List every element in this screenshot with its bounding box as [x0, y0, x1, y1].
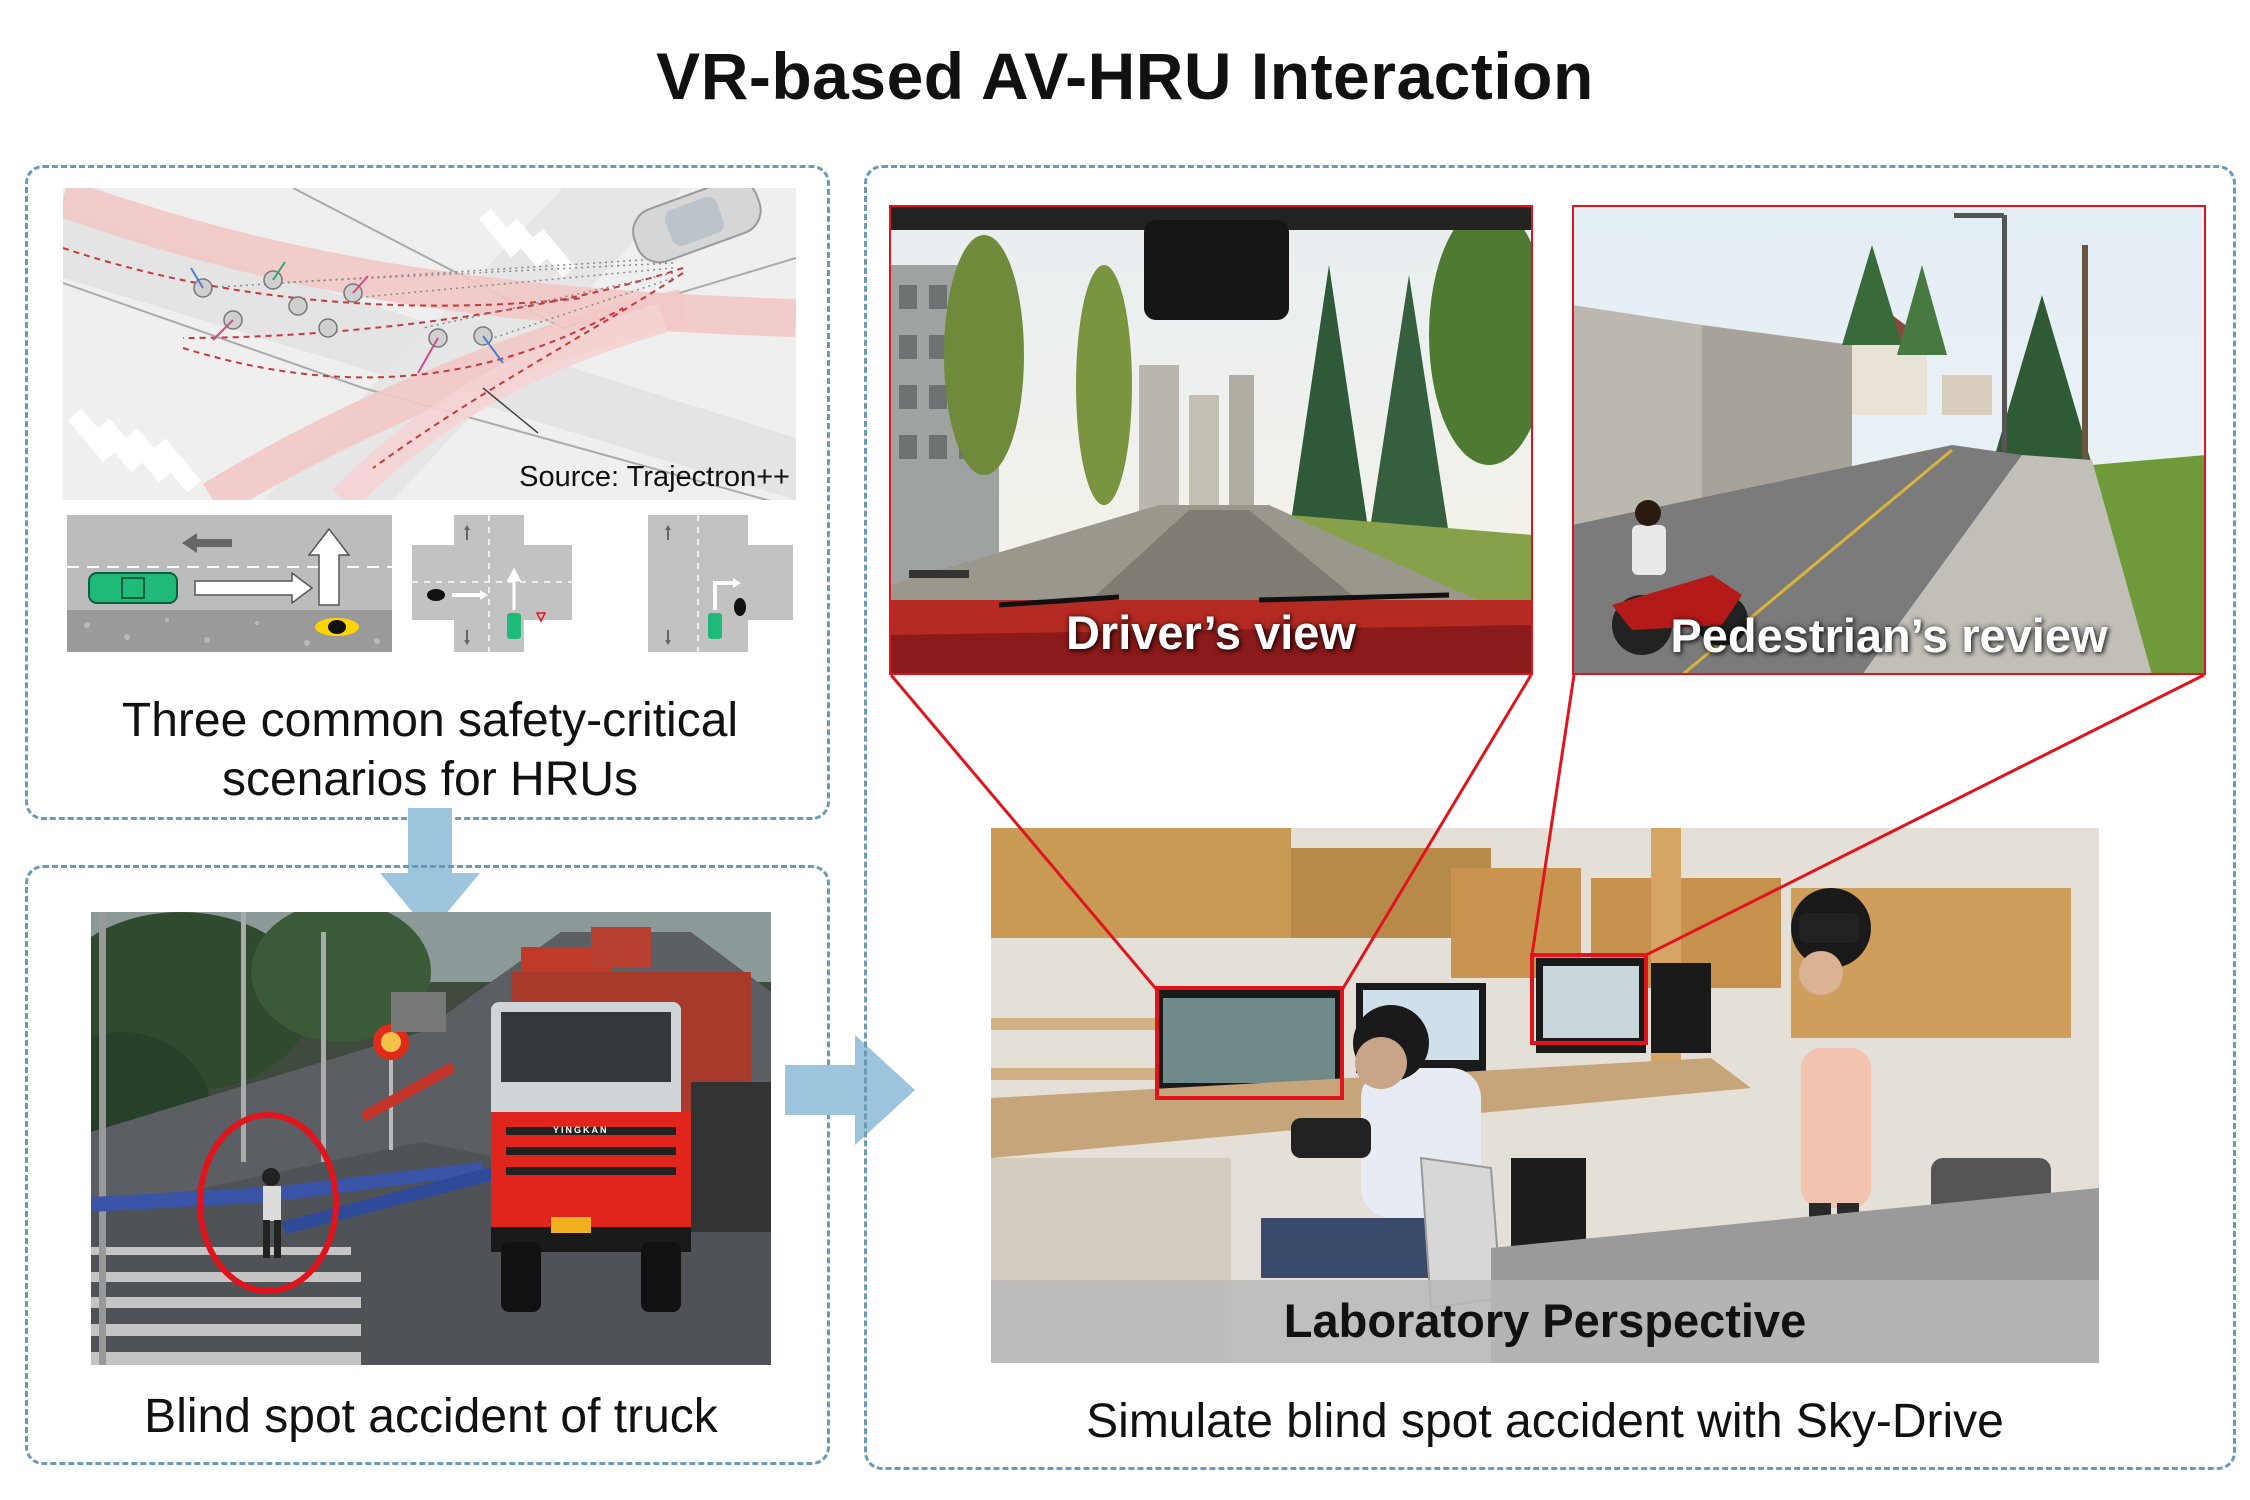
simulation-panel [864, 165, 2236, 1470]
accident-caption: Blind spot accident of truck [144, 1390, 718, 1443]
truck-plate-text: YINGKAN [553, 1125, 609, 1135]
driver-view-image: Driver’s view [889, 205, 1533, 675]
driver-view-label: Driver’s view [1065, 606, 1356, 659]
laboratory-photo: Laboratory Perspective [991, 828, 2099, 1363]
simulation-caption: Simulate blind spot accident with Sky-Dr… [1086, 1395, 2004, 1448]
pedestrian-view-label: Pedestrian’s review [1670, 609, 2108, 662]
scenarios-caption: Three common safety-critical scenarios f… [121, 694, 739, 806]
scenario-diagram-right-turn [648, 515, 793, 652]
scenario-diagram-intersection [412, 515, 572, 652]
lab-perspective-label: Laboratory Perspective [1283, 1294, 1807, 1347]
scenario-diagram-straight [67, 515, 392, 652]
right-arrow-icon [785, 1035, 915, 1145]
pedestrian-view-image: Pedestrian’s review [1572, 205, 2206, 675]
source-label: Source: Trajectron++ [519, 461, 790, 493]
down-arrow-icon [380, 808, 480, 933]
page-title: VR-based AV-HRU Interaction [656, 39, 1594, 113]
truck-accident-photo: YINGKAN [91, 912, 771, 1365]
accident-panel [25, 865, 830, 1465]
trajectory-image: Source: Trajectron++ [63, 188, 796, 500]
